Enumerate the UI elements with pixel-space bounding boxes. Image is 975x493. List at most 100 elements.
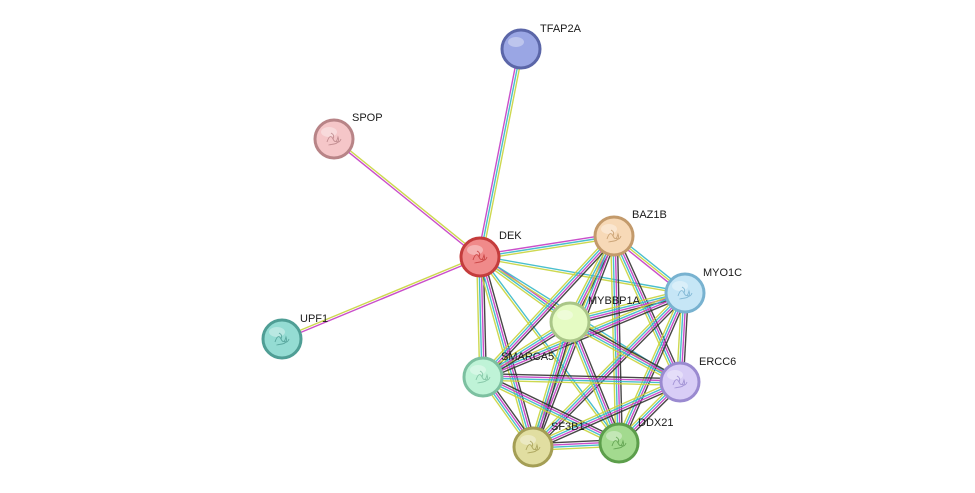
edge-baz1b-smarca5[interactable] [480,233,617,380]
edge-evidence-line [614,235,682,382]
edge-evidence-line [534,384,682,451]
edge-evidence-line [529,320,568,447]
edge-evidence-line [332,139,480,259]
edge-dek-spop[interactable] [332,137,482,259]
edge-dek-tfap2a[interactable] [477,48,524,258]
protein-structure-icon [274,332,290,346]
edge-evidence-line [483,295,687,381]
edge-evidence-line [480,233,613,376]
node-baz1b[interactable]: BAZ1B [593,209,667,257]
edge-evidence-line [481,379,618,447]
node-circle [313,118,355,160]
edge-evidence-line [481,234,614,377]
node-label: UPF1 [300,313,328,325]
protein-structure-icon [326,132,342,146]
edge-evidence-line [282,257,481,341]
node-sf3b1[interactable]: SF3B1 [512,421,585,468]
edge-evidence-line [534,294,688,450]
protein-structure-icon [672,375,688,389]
node-label: MYO1C [703,267,742,279]
nodes-layer: TFAP2A SPOP DEK BAZ1B MYO1C UPF1 MYBBP1A SMARCA… [261,23,742,468]
node-tfap2a[interactable]: TFAP2A [500,23,582,70]
edge-evidence-line [532,380,680,447]
edge-baz1b-ercc6[interactable] [610,234,684,384]
node-dek[interactable]: DEK [459,230,522,278]
edge-evidence-line [531,378,679,445]
edge-myo1c-sf3b1[interactable] [530,290,688,450]
node-circle [500,28,542,70]
edge-evidence-line [568,324,679,386]
edge-smarca5-ercc6[interactable] [482,373,681,386]
node-mybbp1a[interactable]: MYBBP1A [549,295,641,343]
edge-evidence-line [570,321,621,443]
edge-evidence-line [610,237,678,384]
edge-evidence-line [482,377,680,384]
node-label: ERCC6 [699,356,736,368]
edge-evidence-line [477,48,520,257]
node-highlight [520,435,536,445]
node-circle [512,426,554,468]
node-circle [459,236,501,278]
edge-evidence-line [479,257,685,295]
node-highlight [508,37,524,47]
node-highlight [321,127,337,137]
protein-structure-icon [677,286,693,300]
node-label: TFAP2A [540,23,582,35]
edge-evidence-line [533,382,681,449]
edge-evidence-line [571,318,682,380]
node-highlight [672,281,688,291]
node-highlight [269,327,285,337]
edge-evidence-line [612,236,680,383]
node-circle [659,361,701,403]
node-label: SMARCA5 [501,351,554,363]
edge-evidence-line [531,321,570,447]
node-smarca5[interactable]: SMARCA5 [462,351,554,398]
edge-evidence-line [281,255,480,339]
edge-evidence-line [334,137,482,257]
protein-structure-icon [611,436,627,450]
node-label: DEK [499,230,522,242]
edge-ercc6-sf3b1[interactable] [531,378,682,451]
edge-evidence-line [483,373,681,380]
node-ddx21[interactable]: DDX21 [598,417,673,464]
protein-structure-icon [606,229,622,243]
node-highlight [601,224,617,234]
node-highlight [557,310,573,320]
edge-evidence-line [616,234,684,381]
node-label: MYBBP1A [588,295,641,307]
node-myo1c[interactable]: MYO1C [664,267,742,314]
edge-evidence-line [570,320,681,382]
protein-structure-icon [475,370,491,384]
edge-evidence-line [535,322,574,449]
node-ercc6[interactable]: ERCC6 [659,356,736,403]
edge-evidence-line [479,233,614,256]
edge-evidence-line [479,48,522,258]
edge-evidence-line [531,291,685,447]
edge-evidence-line [533,293,687,449]
edge-evidence-line [484,237,617,380]
edge-evidence-line [478,257,533,448]
edge-evidence-line [482,379,680,386]
edge-evidence-line [479,235,615,258]
node-label: DDX21 [638,417,673,429]
edge-evidence-line [482,377,619,445]
node-label: SPOP [352,112,383,124]
node-circle [664,272,706,314]
edge-dek-upf1[interactable] [281,255,481,341]
node-upf1[interactable]: UPF1 [261,313,328,360]
node-label: BAZ1B [632,209,667,221]
edge-mybbp1a-ercc6[interactable] [568,318,682,386]
edge-evidence-line [610,236,617,444]
edge-evidence-line [569,322,680,384]
node-circle [598,422,640,464]
node-circle [261,318,303,360]
edge-dek-baz1b[interactable] [479,233,615,260]
node-highlight [667,370,683,380]
node-circle [593,215,635,257]
edge-evidence-line [483,375,620,443]
edge-mybbp1a-sf3b1[interactable] [529,320,574,449]
edge-smarca5-ddx21[interactable] [481,373,621,447]
edge-evidence-line [483,375,681,382]
node-spop[interactable]: SPOP [313,112,383,160]
